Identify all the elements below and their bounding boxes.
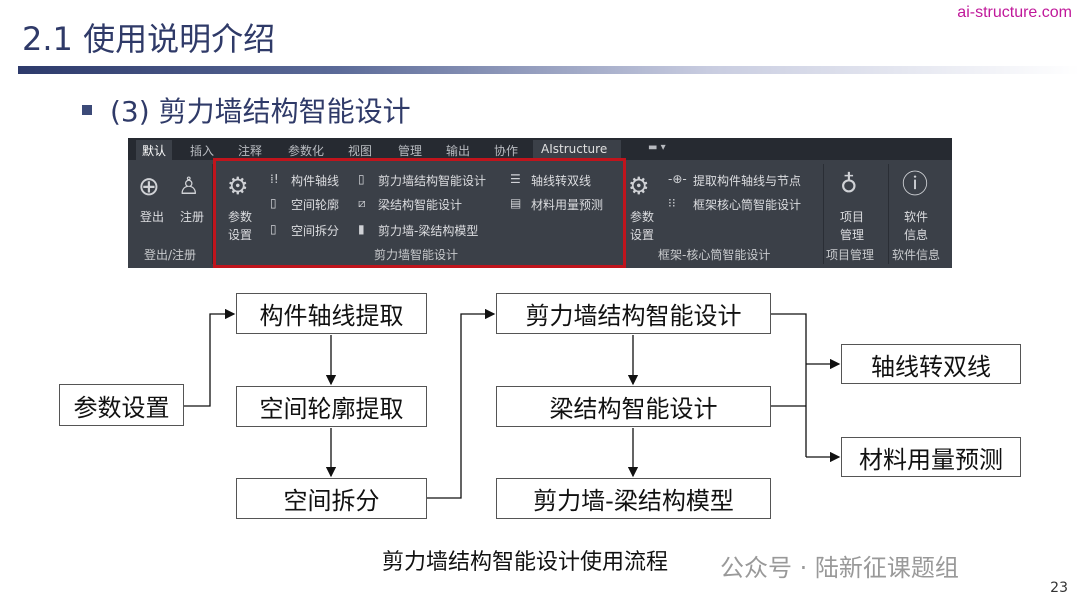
- page-number: 23: [1050, 580, 1068, 596]
- core-button[interactable]: 框架核心筒智能设计: [693, 198, 802, 212]
- node-icon: -⊕-: [668, 172, 687, 186]
- model-button[interactable]: 剪力墙-梁结构模型: [378, 224, 479, 238]
- flow-double-line: 轴线转双线: [841, 344, 1021, 384]
- sw-params-line2[interactable]: 设置: [228, 228, 253, 242]
- project-line1[interactable]: 项目: [840, 210, 865, 224]
- outline-icon: ▯: [270, 196, 277, 210]
- tab-manage[interactable]: 管理: [398, 144, 423, 158]
- bullet-icon: [82, 105, 92, 115]
- flow-params: 参数设置: [59, 384, 184, 426]
- flow-material: 材料用量预测: [841, 437, 1021, 477]
- divider: [212, 164, 213, 264]
- tab-aistructure[interactable]: AIstructure: [533, 140, 621, 160]
- extract-button[interactable]: 提取构件轴线与节点: [693, 174, 802, 188]
- axis-button[interactable]: 构件轴线: [291, 174, 340, 188]
- site-url: ai-structure.com: [957, 4, 1072, 21]
- group-info-label: 软件信息: [892, 248, 941, 262]
- tab-view[interactable]: 视图: [348, 144, 373, 158]
- tab-collaborate[interactable]: 协作: [494, 144, 519, 158]
- register-icon[interactable]: ♙: [178, 172, 200, 200]
- project-line2[interactable]: 管理: [840, 228, 865, 242]
- group-frame-label: 框架-核心筒智能设计: [658, 248, 771, 262]
- tab-default[interactable]: 默认: [136, 140, 173, 160]
- gear-icon[interactable]: ⚙: [227, 172, 249, 200]
- split-button[interactable]: 空间拆分: [291, 224, 340, 238]
- slide-title: 2.1 使用说明介绍: [22, 20, 276, 58]
- lightbulb-gear-icon[interactable]: ♁: [840, 170, 858, 198]
- info-line2[interactable]: 信息: [904, 228, 929, 242]
- double-line-icon: ☰: [510, 172, 521, 186]
- core-icon: ⁝⁝: [668, 196, 676, 210]
- group-shearwall-label: 剪力墙智能设计: [374, 248, 459, 262]
- material-button[interactable]: 材料用量预测: [531, 198, 604, 212]
- panel-toggle-icon[interactable]: ▬ ▾: [648, 142, 666, 153]
- tab-annotate[interactable]: 注释: [238, 144, 263, 158]
- title-divider: [18, 66, 1080, 74]
- divider: [888, 164, 889, 264]
- flow-shearwall: 剪力墙结构智能设计: [496, 293, 771, 334]
- beam-icon: ⧄: [358, 196, 366, 210]
- diagram-caption: 剪力墙结构智能设计使用流程: [381, 550, 668, 575]
- info-icon[interactable]: ⓘ: [902, 170, 929, 200]
- outline-button[interactable]: 空间轮廓: [291, 198, 340, 212]
- group-login-label: 登出/注册: [144, 248, 197, 262]
- info-line1[interactable]: 软件: [904, 210, 929, 224]
- axis-icon: ⁞!: [270, 172, 279, 186]
- flow-outline: 空间轮廓提取: [236, 386, 427, 427]
- watermark: 公众号 · 陆新征课题组: [720, 554, 959, 582]
- logout-button[interactable]: 登出: [140, 210, 165, 224]
- register-button[interactable]: 注册: [180, 210, 205, 224]
- tab-output[interactable]: 输出: [446, 144, 471, 158]
- split-icon: ▯: [270, 222, 277, 236]
- frame-params-line2[interactable]: 设置: [630, 228, 655, 242]
- highlight-frame: [213, 158, 626, 268]
- beam-design-button[interactable]: 梁结构智能设计: [378, 198, 463, 212]
- double-line-button[interactable]: 轴线转双线: [531, 174, 592, 188]
- wall-icon: ▯: [358, 172, 365, 186]
- flow-split: 空间拆分: [236, 478, 427, 519]
- tab-parametric[interactable]: 参数化: [288, 144, 325, 158]
- sw-params-line1[interactable]: 参数: [228, 210, 253, 224]
- gear-icon[interactable]: ⚙: [628, 172, 650, 200]
- building-icon: ▮: [358, 222, 365, 236]
- flow-beam: 梁结构智能设计: [496, 386, 771, 427]
- tab-insert[interactable]: 插入: [190, 144, 215, 158]
- section-subtitle: (3) 剪力墙结构智能设计: [110, 95, 411, 128]
- sw-design-button[interactable]: 剪力墙结构智能设计: [378, 174, 487, 188]
- logout-icon[interactable]: ⊕: [138, 172, 160, 202]
- frame-params-line1[interactable]: 参数: [630, 210, 655, 224]
- flow-model: 剪力墙-梁结构模型: [496, 478, 771, 519]
- table-icon: ▤: [510, 196, 522, 210]
- group-project-label: 项目管理: [826, 248, 875, 262]
- divider: [823, 164, 824, 264]
- ribbon-tabs: 默认 插入 注释 参数化 视图 管理 输出 协作 AIstructure ▬ ▾: [128, 138, 952, 160]
- flow-axis: 构件轴线提取: [236, 293, 427, 334]
